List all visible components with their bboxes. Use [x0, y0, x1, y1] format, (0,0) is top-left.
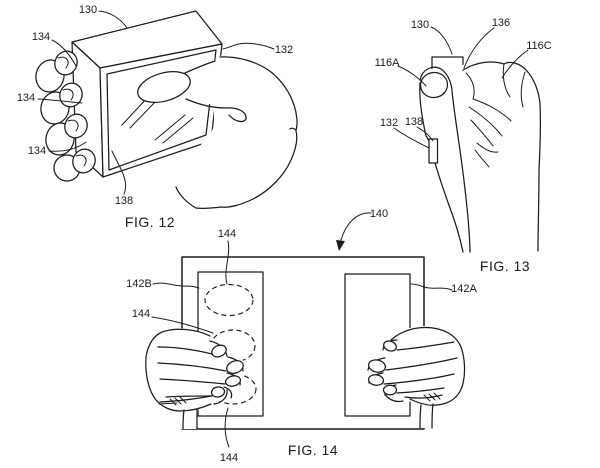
ref-label-142A: 142A — [451, 283, 477, 295]
thumbnail — [419, 71, 449, 99]
ref-label-130: 130 — [79, 4, 97, 16]
ref-label-134-top: 134 — [32, 31, 50, 43]
ref-label-130: 130 — [411, 19, 429, 31]
ref-label-134-bottom: 134 — [28, 145, 46, 157]
ref-label-138: 138 — [115, 195, 133, 207]
ref-label-132: 132 — [275, 44, 293, 56]
finger-crease-lines — [465, 63, 526, 168]
right-hand — [137, 55, 298, 210]
fig12-leader-lines — [37, 10, 275, 195]
fig12-caption: FIG. 12 — [125, 214, 175, 230]
ref-label-134-middle: 134 — [17, 92, 35, 104]
figure-12: 130 134 134 134 132 138 FIG. 12 — [17, 4, 298, 230]
right-thumb-hatch-marks — [423, 392, 441, 402]
figure-13: 130 136 116C 116A 132 138 FIG. 13 — [375, 17, 552, 274]
ref-label-142B: 142B — [126, 278, 152, 290]
thumb-tip — [137, 70, 191, 104]
left-hand — [144, 328, 245, 430]
ref-label-140: 140 — [370, 208, 388, 220]
ref-label-116C: 116C — [526, 40, 552, 52]
thumb — [419, 66, 471, 253]
fig13-leader-lines — [393, 26, 529, 149]
screen-shine-lines — [121, 96, 194, 144]
ref-label-136: 136 — [492, 17, 510, 29]
figure-14: 140 142B 142A 144 144 144 FIG. 14 — [126, 208, 477, 464]
ref-label-144-left: 144 — [132, 308, 150, 320]
ref-label-138: 138 — [405, 116, 423, 128]
left-thumb-hatch-marks — [158, 396, 187, 406]
ref-label-144-top: 144 — [218, 228, 236, 240]
fig14-caption: FIG. 14 — [288, 442, 338, 458]
ref-label-116A: 116A — [375, 57, 401, 69]
device-corner-notch — [428, 138, 439, 164]
arrow-head-140 — [336, 240, 345, 251]
right-hand — [366, 326, 466, 429]
ref-label-132: 132 — [380, 117, 398, 129]
fig14-leader-lines — [151, 212, 453, 448]
fig13-caption: FIG. 13 — [480, 258, 530, 274]
screen-bezel — [106, 49, 217, 171]
ref-label-144-bottom: 144 — [220, 452, 238, 464]
